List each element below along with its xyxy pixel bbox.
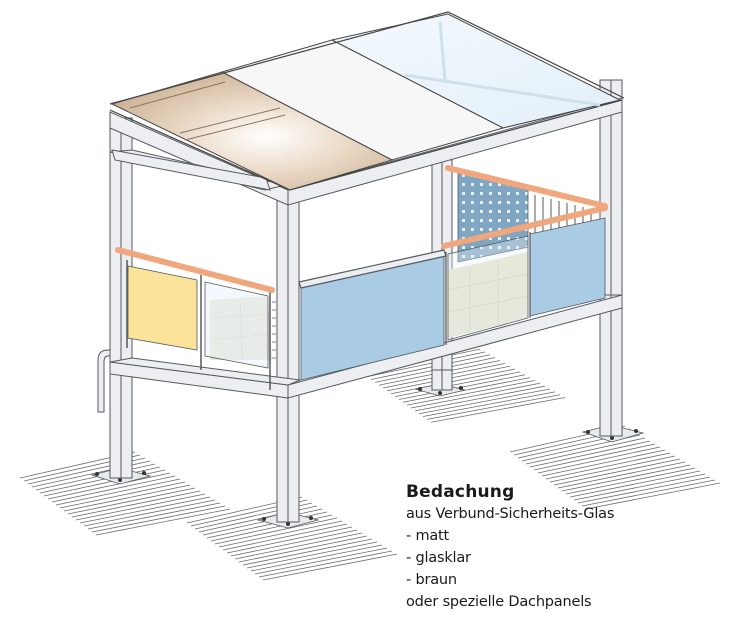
front-handrail (441, 205, 608, 249)
left-balustrade (126, 260, 276, 390)
caption-line-glasklar: - glasklar (406, 550, 471, 566)
back-handrail (445, 165, 608, 209)
frame-through-glass (404, 21, 601, 107)
front-balustrade (298, 217, 606, 381)
caption: Bedachung aus Verbund-Sicherheits-Glas -… (406, 481, 614, 613)
caption-title: Bedachung (406, 482, 515, 502)
bolts (95, 386, 638, 526)
caption-line-matt: - matt (406, 528, 450, 544)
roof (110, 13, 622, 191)
ground-hatch-front-left (19, 451, 231, 536)
posts (109, 79, 623, 389)
top-frame (109, 97, 623, 206)
caption-line-dachpanels: oder spezielle Dachpanels (406, 594, 592, 610)
roof-edge (109, 11, 625, 191)
caption-line-braun: - braun (406, 572, 457, 588)
deck-frame (109, 294, 623, 399)
left-handrail (115, 247, 275, 293)
caption-line-material: aus Verbund-Sicherheits-Glas (406, 506, 615, 522)
legs (109, 289, 623, 523)
roof-panel-braun (110, 71, 394, 191)
